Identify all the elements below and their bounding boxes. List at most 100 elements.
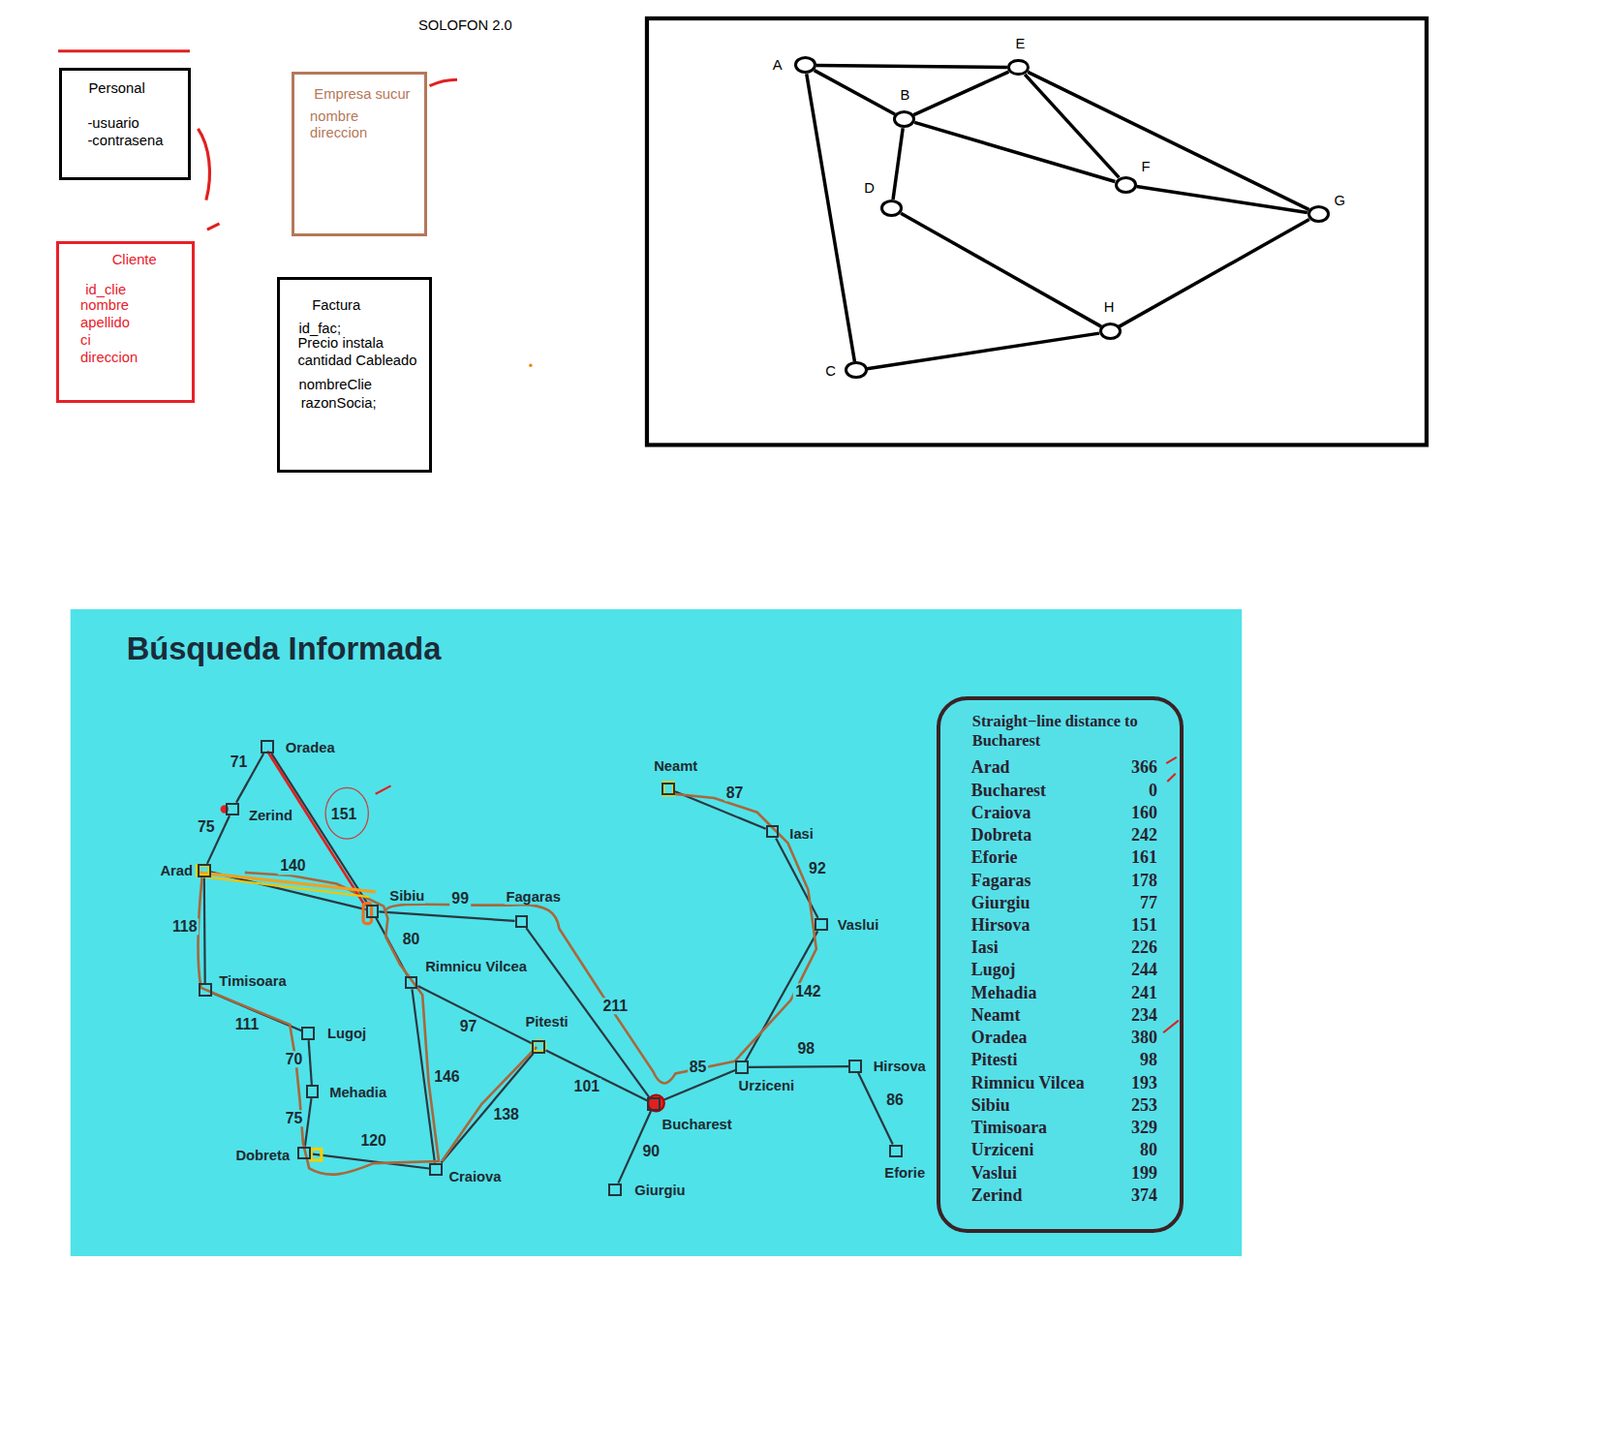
entity-field: ci	[80, 332, 92, 350]
entity-field: id_clie	[85, 281, 126, 300]
city-label: Urziceni	[738, 1077, 796, 1094]
distance-label: 211	[601, 997, 631, 1015]
table-cell: Fagaras	[971, 870, 1032, 892]
distance-label: 80	[400, 931, 423, 949]
table-cell: Oradea	[971, 1027, 1028, 1048]
brown-route	[441, 1046, 537, 1162]
yellow-mark	[532, 1041, 546, 1053]
distance-label: 101	[572, 1077, 602, 1095]
distance-label: 97	[458, 1017, 480, 1035]
table-cell: 0	[1148, 780, 1158, 801]
table-cell: 160	[1131, 802, 1158, 824]
city-marker: Mehadia	[306, 1084, 320, 1099]
red-stroke	[430, 79, 458, 86]
graph-edge	[814, 70, 895, 115]
city-marker: Hirsova	[848, 1059, 862, 1074]
graph-vertex: F	[1114, 176, 1138, 194]
city-label: Iasi	[788, 826, 815, 842]
table-cell: Dobreta	[971, 825, 1032, 846]
city-label: Craiova	[447, 1169, 502, 1185]
road-line	[305, 1098, 312, 1147]
entity-field: cantidad Cableado	[297, 352, 417, 370]
graph-edge	[1136, 185, 1307, 213]
distance-label: 70	[283, 1050, 306, 1068]
entity-field: apellido	[80, 314, 130, 333]
distance-label: 146	[431, 1068, 462, 1085]
vertex-label: F	[1139, 157, 1151, 174]
graph-edge	[892, 127, 903, 200]
table-cell: Rimnicu Vilcea	[971, 1073, 1085, 1094]
distance-label: 75	[195, 819, 217, 836]
table-heading: Straight−line distance to Bucharest	[972, 711, 1157, 750]
table-cell: Timisoara	[971, 1117, 1047, 1139]
table-cell: 366	[1131, 757, 1158, 778]
table-cell: Eforie	[971, 847, 1018, 868]
city-marker: Dobreta	[297, 1146, 311, 1161]
city-marker: Craiova	[429, 1163, 443, 1177]
city-marker: Lugoj	[301, 1026, 315, 1041]
table-cell: 226	[1131, 937, 1158, 958]
table-cell: Pitesti	[971, 1049, 1018, 1071]
red-mark	[647, 1095, 665, 1112]
distance-label: 85	[687, 1058, 709, 1076]
city-marker: Timisoara	[198, 983, 213, 997]
distance-label: 90	[640, 1143, 662, 1161]
table-cell: 77	[1139, 892, 1158, 914]
red-tick	[1163, 1020, 1179, 1034]
table-cell: 374	[1131, 1185, 1158, 1206]
city-label: Sibiu	[388, 888, 426, 904]
table-cell: 98	[1139, 1049, 1158, 1071]
city-marker: Eforie	[889, 1144, 903, 1159]
graph-vertex: H	[1099, 322, 1122, 340]
table-cell: Mehadia	[971, 983, 1038, 1004]
city-marker: Giurgiu	[608, 1183, 622, 1198]
graph-vertex: B	[892, 110, 916, 128]
table-cell: 380	[1131, 1027, 1158, 1048]
road-line	[203, 877, 207, 985]
graph-edge	[900, 213, 1102, 327]
table-cell: Iasi	[971, 937, 999, 958]
distance-label: 120	[358, 1132, 388, 1149]
entity-title: Cliente	[112, 251, 157, 270]
graph-frame	[646, 18, 1427, 445]
city-marker: Oradea	[260, 739, 275, 754]
road-line	[378, 911, 515, 922]
vertex-label: G	[1332, 192, 1346, 209]
entity-box: Personal-usuario-contrasena	[59, 67, 191, 182]
graph-edge	[1024, 74, 1119, 179]
table-cell: Craiova	[971, 802, 1032, 824]
table-cell: Lugoj	[971, 959, 1016, 981]
distance-label: 138	[491, 1106, 521, 1123]
table-ground	[938, 698, 1182, 1231]
entity-field: razonSocia;	[301, 395, 377, 413]
city-marker: Fagaras	[515, 915, 529, 929]
graph-edge	[806, 73, 856, 362]
city-label: Oradea	[284, 739, 337, 756]
vertex-label: A	[771, 57, 784, 73]
city-label: Zerind	[247, 807, 294, 824]
distance-label: 118	[170, 918, 200, 935]
city-label: Rimnicu Vilcea	[424, 958, 528, 975]
entity-box: Clienteid_clienombreapellidocidireccion	[56, 241, 195, 404]
graph-edge	[866, 333, 1100, 370]
table-cell: Urziceni	[971, 1139, 1035, 1161]
yellow-route	[202, 876, 370, 897]
distance-label: 140	[277, 858, 308, 875]
brown-route	[385, 794, 817, 1084]
distance-label: 111	[233, 1015, 262, 1033]
graph-edge	[1119, 219, 1310, 328]
graph-vertex: G	[1307, 205, 1330, 223]
city-marker: Rimnicu Vilcea	[404, 976, 419, 990]
vertex-label: B	[898, 87, 911, 103]
graph-vertex: D	[880, 199, 903, 217]
orange-route	[198, 872, 375, 893]
table-cell: 241	[1131, 983, 1158, 1004]
map-title: Búsqueda Informada	[126, 629, 442, 668]
yellow-mark	[310, 1148, 322, 1161]
road-line	[545, 1049, 647, 1101]
graph-edge	[816, 65, 1008, 68]
orange-dot	[528, 364, 532, 368]
graph-edge	[913, 71, 1009, 116]
